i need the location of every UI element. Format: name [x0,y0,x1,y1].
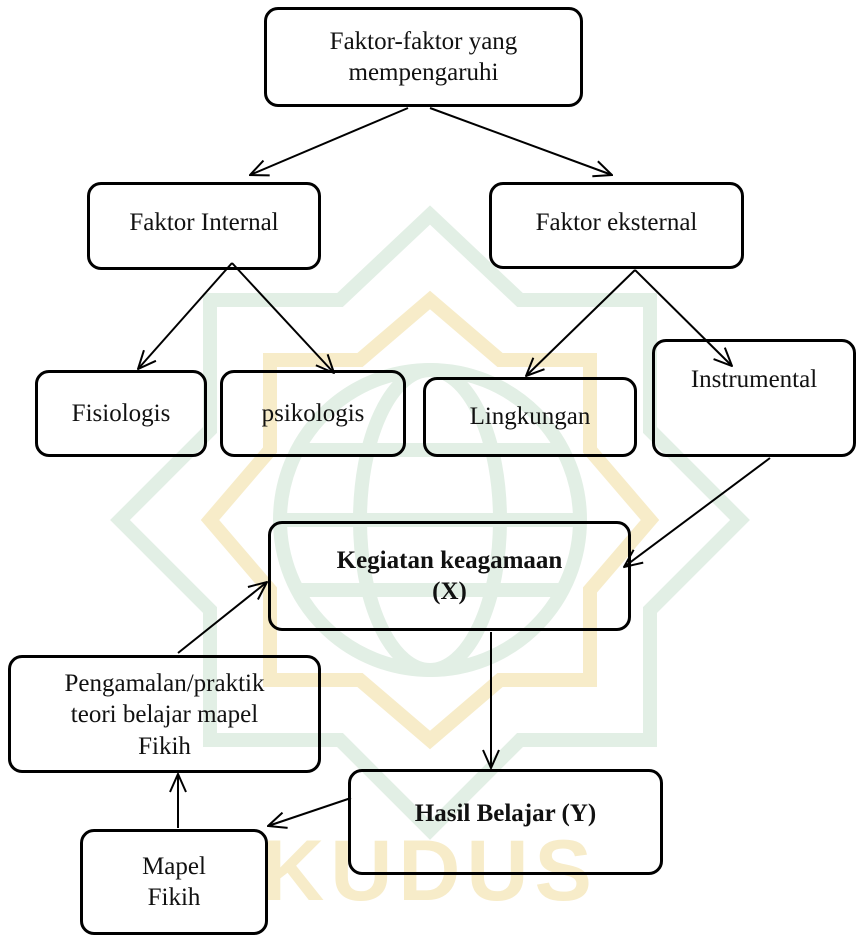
node-pengamalan: Pengamalan/praktik teori belajar mapel F… [8,655,321,773]
node-hasil-belajar: Hasil Belajar (Y) [348,769,663,875]
arrow-pengamalan-to-kegiatan [177,582,267,654]
node-pengamalan-line-1: Pengamalan/praktik [64,670,265,697]
node-kegiatan-line-2: (X) [432,578,467,605]
node-hasil-belajar-label: Hasil Belajar (Y) [414,800,597,827]
node-pengamalan-line-3: Fikih [138,732,191,760]
arrow-eksternal-to-lingkungan [526,269,636,376]
node-faktor-eksternal: Faktor eksternal [489,182,744,269]
node-instrumental-label: Instrumental [690,366,818,393]
arrow-instrumental-to-kegiatan [624,457,771,567]
node-psikologis: psikologis [220,370,406,457]
arrow-eksternal-to-instrumental [634,269,732,366]
node-root-line-1: Faktor-faktor yang [329,27,518,55]
node-faktor-internal-label: Faktor Internal [129,209,279,236]
arrow-root-to-eksternal [429,107,612,175]
node-lingkungan: Lingkungan [423,377,637,457]
node-mapel-line-1: Mapel [142,852,206,880]
node-instrumental: Instrumental [652,339,856,457]
node-kegiatan-keagamaan: Kegiatan keagamaan (X) [268,521,631,631]
node-mapel-fikih: Mapel Fikih [80,829,268,935]
node-fisiologis-label: Fisiologis [71,399,171,427]
arrow-root-to-internal [250,107,409,175]
arrow-internal-to-fisiologis [138,262,233,369]
node-faktor-eksternal-label: Faktor eksternal [535,209,698,236]
node-pengamalan-line-2: teori belajar mapel [70,701,259,729]
arrow-hasil-to-mapel [268,797,352,826]
node-root: Faktor-faktor yang mempengaruhi [264,7,583,107]
node-psikologis-label: psikologis [261,399,365,427]
node-faktor-internal: Faktor Internal [87,182,321,270]
node-root-line-2: mempengaruhi [348,59,499,86]
node-kegiatan-line-1: Kegiatan keagamaan [336,546,563,574]
arrow-internal-to-psikologis [231,262,334,373]
node-fisiologis: Fisiologis [35,370,207,457]
watermark-text: KUDUS [262,823,598,919]
node-mapel-line-2: Fikih [147,884,201,911]
node-lingkungan-label: Lingkungan [469,403,591,431]
